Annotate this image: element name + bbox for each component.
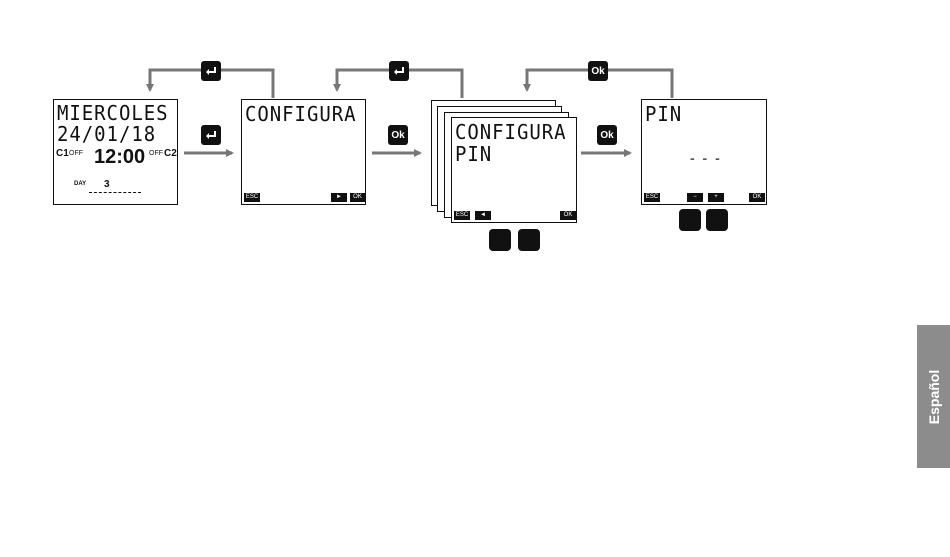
softkey-ok[interactable]: OK <box>350 193 365 202</box>
ok-key-icon: Ok <box>588 61 608 81</box>
lcd-screen-main: MIERCOLES 24/01/18 C1 OFF 12:00 OFF C2 D… <box>53 99 178 205</box>
ok-key-icon: Ok <box>597 125 617 145</box>
softkey-ok[interactable]: OK <box>560 211 576 220</box>
softkey-esc[interactable]: ESC <box>244 193 260 202</box>
menu-title: CONFIGURA <box>245 104 357 124</box>
day-dashes <box>89 192 141 193</box>
softkey-plus[interactable]: + <box>708 193 724 202</box>
softkey-bar: ESC ► OK <box>244 193 363 202</box>
softkey-prev[interactable]: ◄ <box>475 211 491 220</box>
device-button-minus[interactable] <box>679 209 701 231</box>
softkey-bar: ESC ◄ OK <box>454 211 574 220</box>
menu-item: PIN <box>455 144 492 164</box>
off-right-label: OFF <box>149 150 163 157</box>
device-button-right[interactable] <box>518 229 540 251</box>
enter-key-icon <box>201 61 221 81</box>
language-tab-label: Español <box>926 369 942 423</box>
pin-title: PIN <box>645 104 682 124</box>
device-button-plus[interactable] <box>706 209 728 231</box>
softkey-bar: ESC − + OK <box>644 193 764 202</box>
menu-title: CONFIGURA <box>455 122 567 142</box>
channel-1-label: C1 <box>56 148 69 159</box>
enter-key-icon <box>389 61 409 81</box>
ok-key-icon: Ok <box>388 125 408 145</box>
pin-dashes: - - - <box>690 150 722 166</box>
softkey-esc[interactable]: ESC <box>454 211 470 220</box>
time-text: 12:00 <box>94 146 145 169</box>
day-label: DAY <box>74 181 86 187</box>
language-tab: Español <box>917 325 950 468</box>
channel-2-label: C2 <box>164 148 177 159</box>
lcd-screen-configura-pin: CONFIGURA PIN ESC ◄ OK <box>451 117 577 223</box>
softkey-esc[interactable]: ESC <box>644 193 660 202</box>
softkey-next[interactable]: ► <box>331 193 347 202</box>
device-button-left[interactable] <box>489 229 511 251</box>
weekday-text: MIERCOLES <box>57 103 169 123</box>
day-value: 3 <box>104 179 110 190</box>
lcd-screen-pin: PIN - - - ESC − + OK <box>641 99 767 205</box>
date-text: 24/01/18 <box>57 124 156 144</box>
lcd-screen-configura: CONFIGURA ESC ► OK <box>241 99 366 205</box>
enter-key-icon <box>201 125 221 145</box>
softkey-minus[interactable]: − <box>687 193 703 202</box>
off-left-label: OFF <box>69 150 83 157</box>
softkey-ok[interactable]: OK <box>749 193 765 202</box>
